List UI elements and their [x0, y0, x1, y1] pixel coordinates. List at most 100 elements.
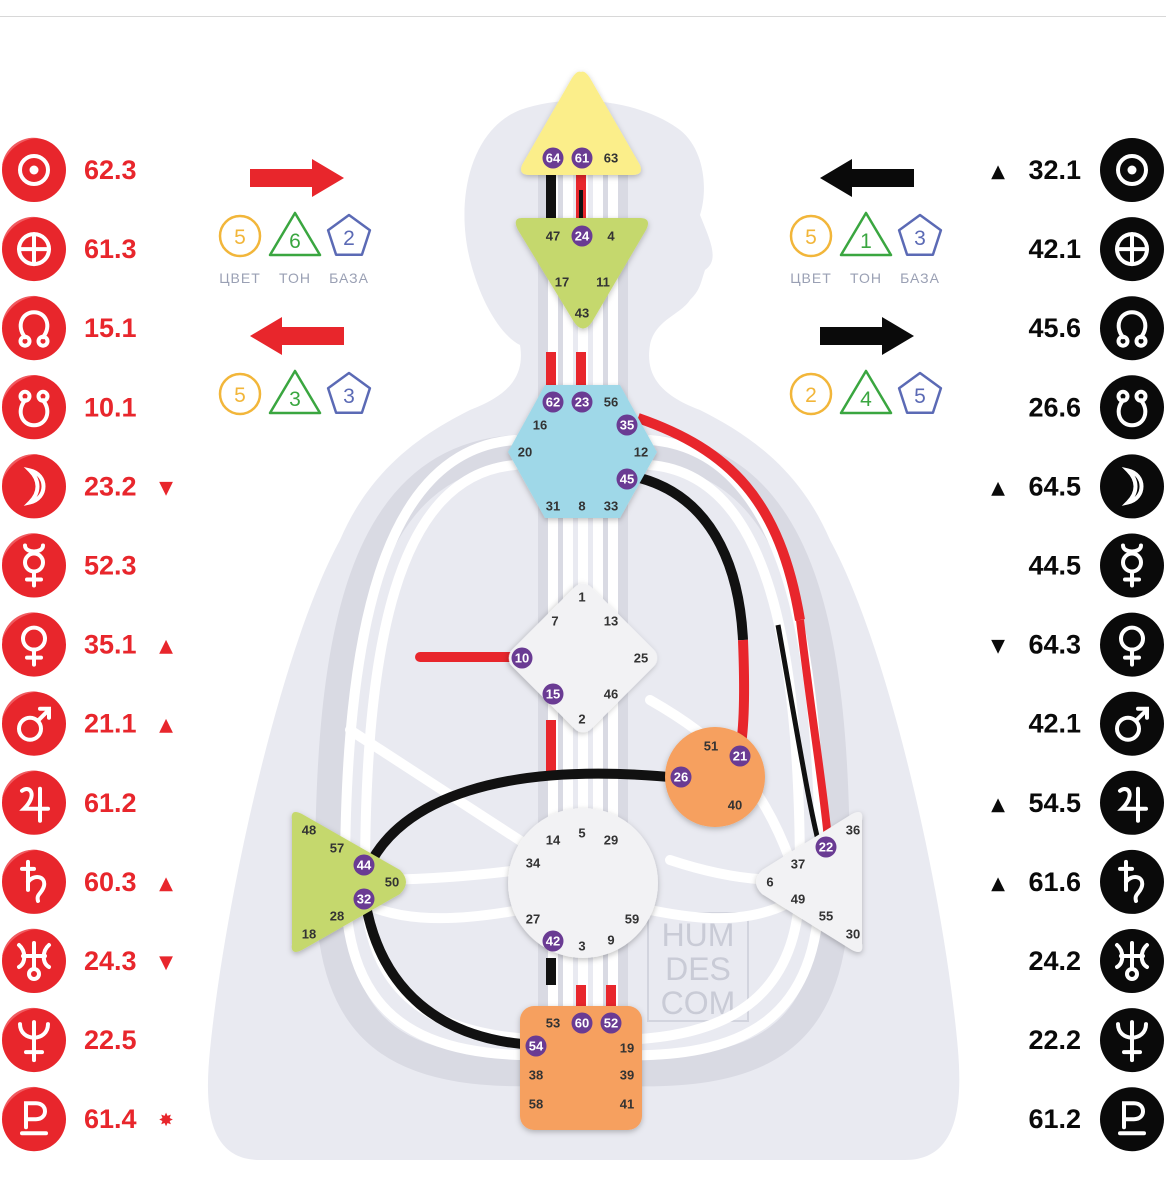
gate[interactable]: 13 — [604, 614, 618, 629]
planet-value: 61.2 — [84, 788, 137, 818]
gate[interactable]: 38 — [529, 1068, 543, 1083]
gate[interactable]: 43 — [575, 306, 589, 321]
gate[interactable]: 46 — [604, 687, 618, 702]
gate[interactable]: 51 — [704, 739, 718, 754]
base-pentagon-icon: 3 — [897, 213, 943, 257]
planet-value: 60.3 — [84, 867, 137, 897]
color-circle-icon: 5 — [218, 214, 262, 258]
gate[interactable]: 2 — [578, 712, 585, 727]
svg-text:14: 14 — [546, 833, 561, 848]
gate[interactable]: 30 — [846, 927, 860, 942]
gate[interactable]: 3 — [578, 939, 585, 954]
gate[interactable]: 19 — [620, 1041, 634, 1056]
gate[interactable]: 57 — [330, 841, 344, 856]
svg-text:45: 45 — [620, 472, 634, 487]
gate[interactable]: 49 — [791, 892, 805, 907]
gate[interactable]: 25 — [634, 651, 648, 666]
neptune-icon — [1100, 1008, 1164, 1073]
gate[interactable]: 12 — [634, 445, 648, 460]
gate[interactable]: 58 — [529, 1097, 543, 1112]
svg-text:48: 48 — [302, 823, 316, 838]
gate[interactable]: 24 — [571, 225, 593, 247]
gate[interactable]: 48 — [302, 823, 316, 838]
gate[interactable]: 23 — [571, 391, 593, 413]
svg-text:47: 47 — [546, 229, 560, 244]
gate[interactable]: 14 — [546, 833, 561, 848]
gate[interactable]: 41 — [620, 1097, 634, 1112]
svg-text:2: 2 — [343, 227, 355, 250]
gate[interactable]: 8 — [578, 499, 585, 514]
venus-icon — [1100, 612, 1164, 677]
gate[interactable]: 42 — [542, 930, 564, 952]
gate[interactable]: 35 — [616, 414, 638, 436]
gate[interactable]: 10 — [511, 647, 533, 669]
svg-text:9: 9 — [607, 933, 614, 948]
gate[interactable]: 53 — [546, 1016, 560, 1031]
gate[interactable]: 34 — [526, 856, 541, 871]
gate[interactable]: 64 — [542, 147, 564, 169]
gate[interactable]: 9 — [607, 933, 614, 948]
gate[interactable]: 21 — [729, 745, 751, 767]
gate[interactable]: 17 — [555, 275, 569, 290]
saturn-icon — [2, 849, 66, 914]
gate[interactable]: 44 — [353, 854, 375, 876]
activation-mark: ▼ — [159, 952, 173, 973]
planet-row-venus: 35.1▲ — [2, 612, 173, 677]
gate[interactable]: 36 — [846, 823, 860, 838]
mercury-icon — [1100, 533, 1164, 598]
gate[interactable]: 50 — [385, 875, 399, 890]
svg-text:5: 5 — [805, 226, 817, 249]
gate[interactable]: 61 — [571, 147, 593, 169]
gate[interactable]: 60 — [571, 1012, 593, 1034]
gate[interactable]: 4 — [607, 229, 615, 244]
gate[interactable]: 5 — [578, 826, 585, 841]
planet-row-sun: 62.3 — [2, 137, 137, 202]
svg-text:28: 28 — [330, 909, 344, 924]
gate[interactable]: 39 — [620, 1068, 634, 1083]
gate[interactable]: 29 — [604, 833, 618, 848]
gate[interactable]: 15 — [542, 683, 564, 705]
svg-text:58: 58 — [529, 1097, 543, 1112]
gate[interactable]: 20 — [518, 445, 532, 460]
gate[interactable]: 18 — [302, 927, 316, 942]
mercury-icon — [2, 533, 66, 598]
svg-text:6: 6 — [766, 875, 773, 890]
planet-value: 52.3 — [84, 551, 137, 581]
svg-text:22: 22 — [819, 840, 833, 855]
activation-mark: ▲ — [991, 477, 1005, 498]
gate[interactable]: 16 — [533, 418, 547, 433]
svg-text:8: 8 — [578, 499, 585, 514]
planet-row-jupiter: 54.5▲ — [991, 770, 1164, 835]
planet-value: 42.1 — [1028, 709, 1081, 739]
gate[interactable]: 63 — [604, 151, 618, 166]
gate[interactable]: 56 — [604, 395, 618, 410]
gate[interactable]: 1 — [578, 590, 585, 605]
svg-text:11: 11 — [596, 275, 610, 290]
gate[interactable]: 28 — [330, 909, 344, 924]
activation-mark: ✸ — [158, 1110, 173, 1131]
gate[interactable]: 33 — [604, 499, 618, 514]
gate[interactable]: 47 — [546, 229, 560, 244]
gate[interactable]: 45 — [616, 468, 638, 490]
gate[interactable]: 11 — [596, 275, 610, 290]
gate[interactable]: 52 — [600, 1012, 622, 1034]
color-circle-icon: 2 — [789, 372, 833, 416]
gate[interactable]: 7 — [551, 614, 558, 629]
gate[interactable]: 26 — [670, 766, 692, 788]
svg-text:60: 60 — [575, 1016, 589, 1031]
gate[interactable]: 59 — [625, 912, 639, 927]
gate[interactable]: 40 — [728, 798, 742, 813]
gate[interactable]: 6 — [766, 875, 773, 890]
activation-mark: ▲ — [991, 873, 1005, 894]
gate[interactable]: 55 — [819, 909, 833, 924]
gate[interactable]: 22 — [815, 836, 837, 858]
gate[interactable]: 37 — [791, 857, 805, 872]
gate[interactable]: 32 — [353, 888, 375, 910]
gate[interactable]: 54 — [525, 1035, 547, 1057]
planet-row-neptune: 22.5 — [2, 1007, 137, 1073]
activation-mark: ▲ — [159, 873, 173, 894]
gate[interactable]: 27 — [526, 912, 540, 927]
gate[interactable]: 31 — [546, 499, 560, 514]
gate[interactable]: 62 — [542, 391, 564, 413]
